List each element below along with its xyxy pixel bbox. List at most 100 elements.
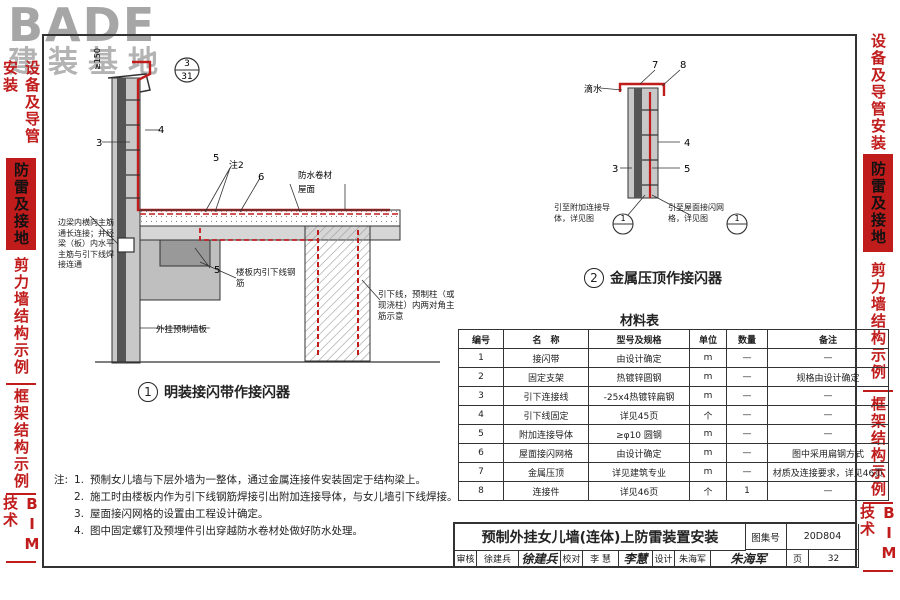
section-tab-4[interactable]: BIM技术 [858, 504, 898, 572]
logo-brand: BADE [8, 0, 157, 52]
caption-2-text: 金属压顶作接闪器 [610, 271, 722, 287]
wall-insulation [117, 78, 126, 363]
materials-cell: — [767, 348, 889, 368]
section-tab-label: 剪力墙结构示例 [12, 257, 30, 376]
materials-cell: 引下线固定 [503, 405, 589, 425]
label-outer-wall: 外挂预制墙板 [156, 324, 208, 335]
ref-bottom: 31 [181, 72, 192, 82]
note-label [54, 506, 74, 523]
materials-header-cell: 型号及规格 [588, 329, 690, 349]
label-5b: 5 [214, 265, 220, 276]
page-label: 页 [787, 550, 809, 568]
label-roof: 屋面 [298, 185, 316, 195]
label-rebar: 楼板内引下线钢筋 [236, 268, 296, 289]
section-tab-3[interactable]: 框架结构示例 [6, 385, 36, 495]
materials-cell: 由设计确定 [588, 443, 690, 463]
section-tab-4[interactable]: BIM技术 [1, 495, 41, 563]
materials-cell: — [767, 481, 889, 501]
section-tab-label: 设备及导管安装 [869, 32, 887, 152]
section-tab-label: 防雷及接地 [12, 161, 30, 247]
materials-cell: m [689, 424, 727, 444]
section-tab-2[interactable]: 剪力墙结构示例 [6, 250, 36, 385]
materials-cell: 2 [458, 367, 504, 387]
materials-header-cell: 备注 [767, 329, 889, 349]
materials-cell: — [767, 405, 889, 425]
label-column: 引下线，预制柱（或现浇柱）内两对角主筋示意 [378, 290, 455, 322]
materials-cell: 详见建筑专业 [588, 462, 690, 482]
metal-coping [618, 82, 666, 96]
label-3: 3 [96, 138, 102, 149]
label-right-note: 引至屋面接闪网格，详见图 [668, 203, 724, 223]
diagram-1-caption: 1 明装接闪带作接闪器 [138, 382, 290, 402]
note-text: 屋面接闪网格的设置由工程设计确定。 [90, 508, 269, 520]
materials-cell: — [726, 386, 768, 406]
materials-cell: m [689, 348, 727, 368]
note-index: 4. [74, 525, 85, 537]
section-tab-label: BIM技术 [1, 495, 41, 555]
review-label: 审核 [455, 550, 477, 568]
materials-cell: — [726, 367, 768, 387]
caption-1-text: 明装接闪带作接闪器 [164, 385, 290, 401]
notes: 注:1.预制女儿墙与下层外墙为一整体，通过金属连接件安装固定于结构梁上。2.施工… [54, 472, 458, 540]
materials-cell: — [726, 462, 768, 482]
note-item: 2.施工时由楼板内作为引下线钢筋焊接引出附加连接导体，与女儿墙引下线焊接。 [54, 489, 458, 506]
note-item: 3. 屋面接闪网格的设置由工程设计确定。 [54, 506, 458, 523]
materials-cell: 5 [458, 424, 504, 444]
check-label: 校对 [561, 550, 583, 568]
diagram-2-caption: 2 金属压顶作接闪器 [584, 268, 722, 288]
section-tab-0[interactable]: 设备及导管安装 [1, 60, 41, 160]
materials-cell: 7 [458, 462, 504, 482]
section-tab-1[interactable]: 防雷及接地 [863, 156, 893, 252]
note-item: 4.图中固定螺钉及预埋件引出穿越防水卷材处做好防水处理。 [54, 523, 458, 540]
ref-left: 1 [620, 214, 625, 223]
label-5a: 5 [213, 153, 219, 164]
materials-cell: — [767, 386, 889, 406]
atlas-number: 20D804 [787, 524, 859, 550]
materials-cell: -25x4热镀锌扁钢 [588, 386, 690, 406]
label-5c: 5 [684, 164, 690, 175]
section-tab-label: 设备及导管安装 [1, 60, 41, 145]
column [304, 225, 371, 362]
note-text: 预制女儿墙与下层外墙为一整体，通过金属连接件安装固定于结构梁上。 [90, 474, 426, 486]
materials-cell: 详见45页 [588, 405, 690, 425]
materials-cell: 由设计确定 [588, 348, 690, 368]
label-7: 7 [652, 60, 658, 71]
materials-cell: — [726, 424, 768, 444]
materials-cell: 4 [458, 405, 504, 425]
materials-cell: 接闪带 [503, 348, 589, 368]
note-index: 2. [74, 491, 85, 503]
materials-cell: 热镀锌圆钢 [588, 367, 690, 387]
down-conductor-1 [132, 60, 390, 212]
checker: 李 慧 [583, 550, 619, 568]
materials-cell: 引下连接线 [503, 386, 589, 406]
note-index: 3. [74, 508, 85, 520]
left-section-tabs: 设备及导管安装防雷及接地剪力墙结构示例框架结构示例 BIM技术 [1, 60, 41, 563]
caption-1-num: 1 [138, 382, 158, 402]
ref-top: 3 [184, 59, 190, 69]
materials-cell: 固定支架 [503, 367, 589, 387]
section-tab-label: 框架结构示例 [12, 388, 30, 490]
materials-cell: 个 [689, 481, 727, 501]
dim-label: ≥150 [93, 48, 102, 70]
section-tab-label: BIM技术 [858, 504, 898, 564]
materials-cell: m [689, 443, 727, 463]
designer: 朱海军 [675, 550, 711, 568]
checker-signature: 李慧 [619, 550, 653, 568]
label-left-note: 引至附加连接导体，详见图 [554, 203, 610, 223]
section-tab-1[interactable]: 防雷及接地 [6, 160, 36, 250]
materials-cell: 详见46页 [588, 481, 690, 501]
materials-cell: 附加连接导体 [503, 424, 589, 444]
materials-cell: — [726, 443, 768, 463]
materials-header-cell: 编号 [458, 329, 504, 349]
section-tab-0[interactable]: 设备及导管安装 [863, 30, 893, 156]
materials-cell: 规格由设计确定 [767, 367, 889, 387]
note-item: 注:1.预制女儿墙与下层外墙为一整体，通过金属连接件安装固定于结构梁上。 [54, 472, 458, 489]
designer-signature: 朱海军 [711, 550, 787, 568]
label-side-note: 边梁内横向主筋通长连接；并经梁（板）内水平主筋与引下线焊接连通 [58, 218, 114, 269]
